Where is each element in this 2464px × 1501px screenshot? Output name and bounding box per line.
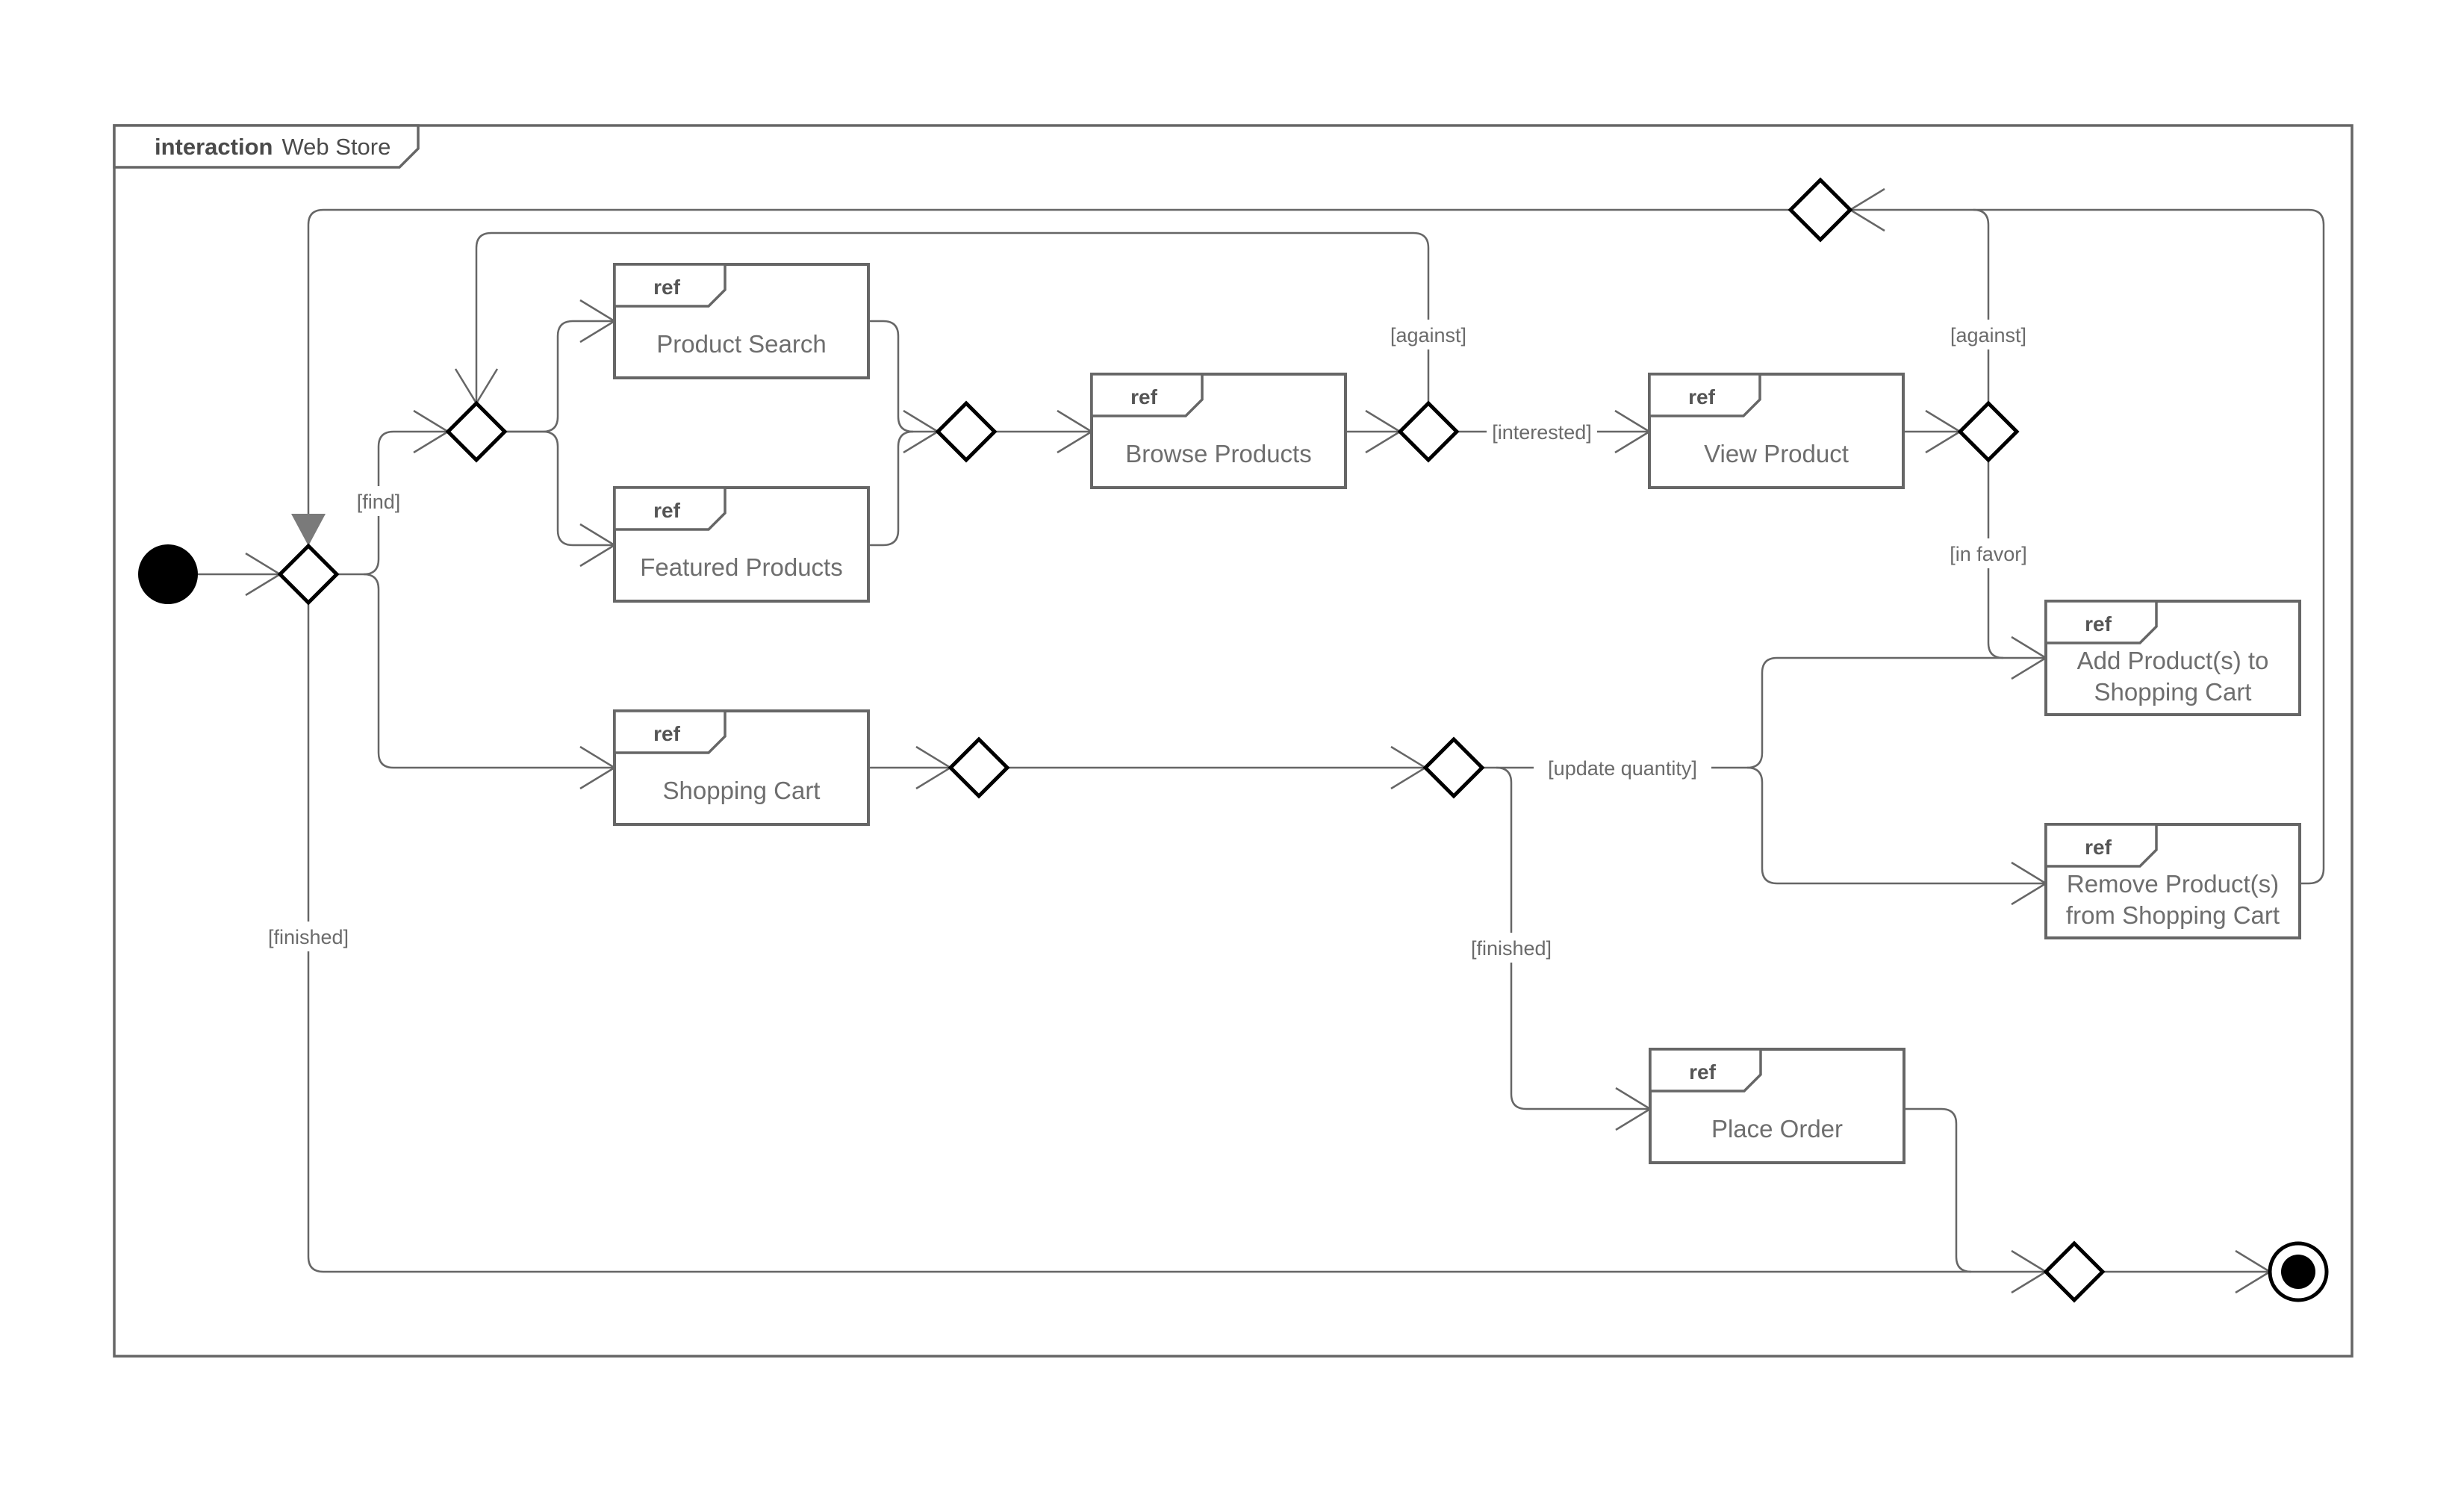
ref-box-featured-products: ref Featured Products — [613, 486, 870, 603]
ref-box-product-search: ref Product Search — [613, 263, 870, 379]
guard-finished-mid: [finished] — [1471, 937, 1552, 960]
edges — [198, 187, 2325, 1294]
merge-diamond-browse — [935, 400, 998, 463]
ref-box-view-product: ref View Product — [1648, 373, 1905, 489]
guard-finished-left: [finished] — [268, 926, 349, 948]
ref-tag: ref — [653, 499, 680, 522]
interaction-frame — [113, 124, 2353, 1358]
box-label-shopping-cart: Shopping Cart — [663, 777, 821, 804]
ref-box-place-order: ref Place Order — [1649, 1048, 1905, 1164]
ref-tag: ref — [2085, 836, 2112, 859]
ref-tag: ref — [1130, 385, 1157, 408]
frame-title-pentagon — [113, 124, 420, 169]
guard-find: [find] — [357, 491, 401, 513]
merge-diamond-end — [2043, 1240, 2106, 1303]
box-label-remove-line2: from Shopping Cart — [2066, 901, 2280, 929]
ref-tag: ref — [1689, 1060, 1716, 1084]
ref-tag: ref — [653, 276, 680, 299]
guard-update-quantity: [update quantity] — [1548, 757, 1697, 780]
guard-interested: [interested] — [1492, 421, 1592, 444]
box-label-browse-products: Browse Products — [1125, 440, 1311, 467]
frame-title: interaction Web Store — [155, 134, 391, 160]
merge-diamond-top-right — [1788, 177, 1853, 243]
ref-box-browse-products: ref Browse Products — [1090, 373, 1347, 489]
frame-name: Web Store — [281, 134, 391, 160]
box-label-remove-line1: Remove Product(s) — [2067, 870, 2279, 898]
guard-in-favor: [in favor] — [1950, 543, 2027, 565]
merge-diamond-cart — [948, 736, 1010, 799]
decision-diamond-interested — [1397, 400, 1460, 463]
final-node — [2268, 1241, 2329, 1302]
decision-diamond-search — [445, 400, 508, 463]
guard-labels: [find] [against] [against] [interested] … — [263, 320, 2032, 963]
frame-keyword: interaction — [155, 134, 273, 160]
guard-against-left: [against] — [1390, 324, 1466, 346]
ref-box-shopping-cart: ref Shopping Cart — [613, 709, 870, 826]
ref-box-add-to-cart: ref Add Product(s) to Shopping Cart — [2044, 600, 2301, 716]
decision-diamond-update — [1422, 736, 1485, 799]
ref-tag: ref — [2085, 612, 2112, 635]
decision-diamond-in-favor — [1957, 400, 2020, 463]
initial-node — [138, 544, 198, 604]
box-label-view-product: View Product — [1704, 440, 1849, 467]
box-label-place-order: Place Order — [1711, 1115, 1843, 1143]
box-label-add-line1: Add Product(s) to — [2077, 647, 2269, 674]
guard-against-right: [against] — [1950, 324, 2026, 346]
box-label-featured-products: Featured Products — [640, 553, 842, 581]
box-label-product-search: Product Search — [656, 330, 826, 358]
ref-tag: ref — [653, 722, 680, 745]
box-label-add-line2: Shopping Cart — [2094, 678, 2252, 706]
ref-tag: ref — [1688, 385, 1715, 408]
ref-box-remove-from-cart: ref Remove Product(s) from Shopping Cart — [2044, 823, 2301, 939]
merge-diamond-start — [277, 543, 340, 606]
